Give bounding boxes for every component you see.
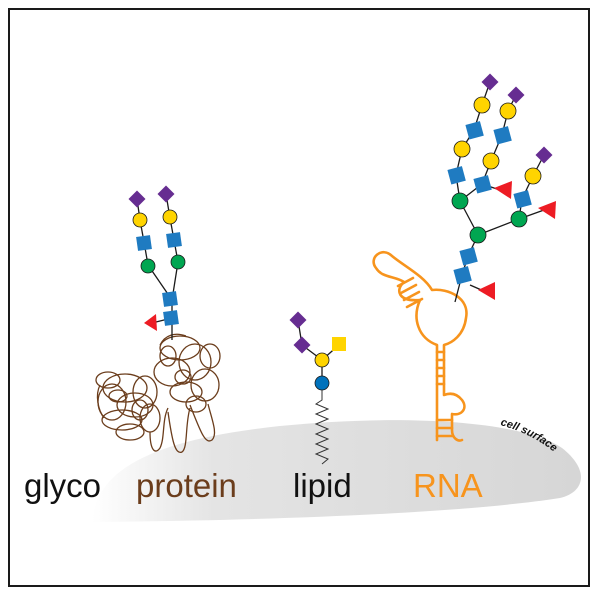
cell-membrane [92,420,581,522]
glycolipid [289,311,346,465]
fucose-icon [494,181,512,199]
sialic-acid-icon [507,86,525,104]
glcnac-icon [166,232,182,248]
mannose-icon [510,210,528,228]
label-glyco: glyco [24,467,101,504]
sialic-acid-icon [535,146,553,164]
mannose-icon [451,192,469,210]
rna-strand [372,250,468,442]
label-lipid: lipid [293,467,352,504]
glcnac-icon [163,310,179,326]
sialic-acid-icon [293,336,311,354]
label-rna: RNA [413,467,483,504]
mannose-icon [140,258,156,274]
galactose-icon [499,102,517,120]
galactose-icon [482,152,500,170]
galactose-icon [162,209,178,225]
lipid-tail [314,390,330,465]
glcnac-icon [136,235,152,251]
galnac-square-icon [332,337,346,351]
glycoprotein [95,185,221,453]
glcnac-icon [513,190,532,209]
fucose-icon [478,282,495,300]
glucose-icon [314,375,330,391]
galactose-icon [314,352,330,368]
glcnac-icon [459,247,478,266]
glcnac-icon [447,166,466,185]
galactose-icon [473,96,491,114]
fucose-icon [538,201,556,219]
glycorna [372,73,556,442]
glcnac-icon [453,266,472,285]
galactose-icon [453,140,471,158]
galactose-icon [524,167,542,185]
glcnac-icon [493,126,512,145]
mannose-icon [170,254,186,270]
galactose-icon [132,212,148,228]
sialic-acid-icon [481,73,499,91]
mannose-icon [469,226,487,244]
sialic-acid-icon [289,311,307,329]
glcnac-icon [473,175,492,194]
protein-body [95,333,221,453]
fucose-icon [144,314,157,331]
sialic-acid-icon [128,190,146,208]
label-protein: protein [136,467,237,504]
glcnac-icon [465,121,484,140]
sialic-acid-icon [157,185,175,203]
glcnac-icon [162,291,178,307]
